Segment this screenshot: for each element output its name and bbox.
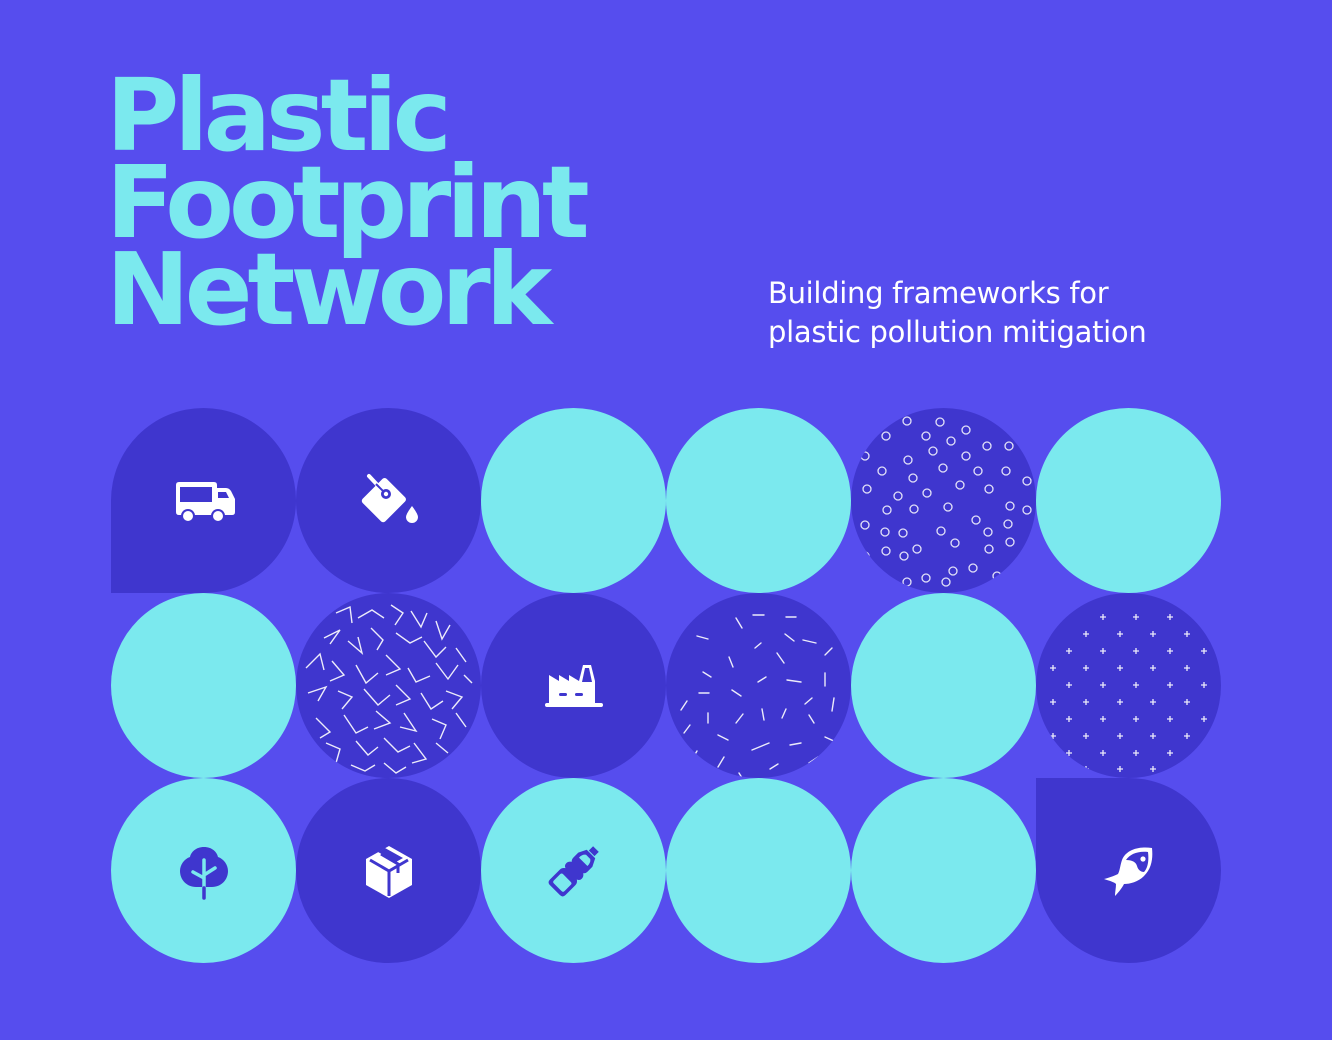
tagline: Building frameworks for plastic pollutio…: [768, 274, 1147, 352]
paint-bucket-icon: [361, 473, 418, 523]
chevrons-pattern-tile: [296, 593, 481, 778]
box-tile: [296, 778, 481, 963]
icon-circle-grid: [111, 408, 1221, 963]
box-icon: [365, 845, 412, 898]
cyan-circle: [851, 593, 1036, 778]
bottle-icon: [548, 845, 599, 896]
tree-tile: [111, 778, 296, 963]
factory-icon: [544, 664, 603, 707]
truck-tile: [111, 408, 296, 593]
chevrons-pattern: [305, 604, 473, 774]
rings-pattern: [860, 416, 1032, 587]
cyan-circle: [111, 593, 296, 778]
cyan-circle: [481, 408, 666, 593]
title-line-2: Footprint: [106, 144, 590, 261]
cyan-circle: [666, 408, 851, 593]
fish-tile: [1036, 778, 1221, 963]
tree-icon: [179, 846, 228, 900]
dashes-pattern: [680, 614, 837, 778]
fish-icon: [1103, 847, 1152, 896]
truck-icon: [175, 481, 235, 523]
title-line-1: Plastic: [106, 57, 452, 174]
plus-pattern: [1049, 613, 1208, 773]
tagline-line-2: plastic pollution mitigation: [768, 315, 1147, 349]
rings-pattern-tile: [851, 408, 1036, 593]
cyan-circle: [1036, 408, 1221, 593]
tagline-line-1: Building frameworks for: [768, 276, 1109, 310]
plus-pattern-tile: [1036, 593, 1221, 778]
dashes-pattern-tile: [666, 593, 851, 778]
cyan-circle: [666, 778, 851, 963]
paint-bucket-tile: [296, 408, 481, 593]
page-title: Plastic Footprint Network: [106, 57, 590, 348]
factory-tile: [481, 593, 666, 778]
cyan-circle: [851, 778, 1036, 963]
bottle-tile: [481, 778, 666, 963]
title-line-3: Network: [106, 231, 552, 348]
